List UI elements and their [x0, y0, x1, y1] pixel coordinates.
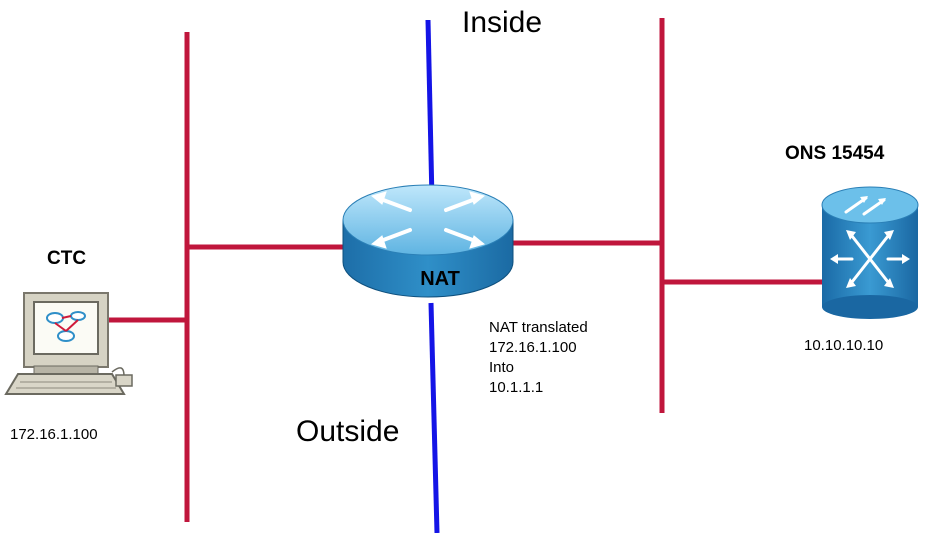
- zone-label-inside: Inside: [462, 6, 543, 39]
- zone-label-outside: Outside: [296, 415, 400, 448]
- nat-note-line: 10.1.1.1: [489, 379, 544, 396]
- ons-label: ONS 15454: [785, 143, 885, 164]
- nat-translation-note: NAT translated 172.16.1.100 Into 10.1.1.…: [489, 318, 588, 398]
- nat-note-line: NAT translated: [489, 319, 588, 336]
- inside-outside-boundary: [425, 19, 440, 533]
- workstation-icon: [4, 292, 133, 395]
- ons-ip: 10.10.10.10: [804, 337, 884, 354]
- network-segments: [108, 18, 822, 522]
- router-icon: [342, 184, 514, 298]
- optical-switch-icon: [821, 186, 919, 319]
- router-label: NAT: [420, 268, 460, 290]
- nat-note-line: Into: [489, 359, 515, 376]
- ctc-ip: 172.16.1.100: [10, 426, 98, 443]
- nat-note-line: 172.16.1.100: [489, 339, 577, 356]
- ctc-label: CTC: [47, 248, 87, 269]
